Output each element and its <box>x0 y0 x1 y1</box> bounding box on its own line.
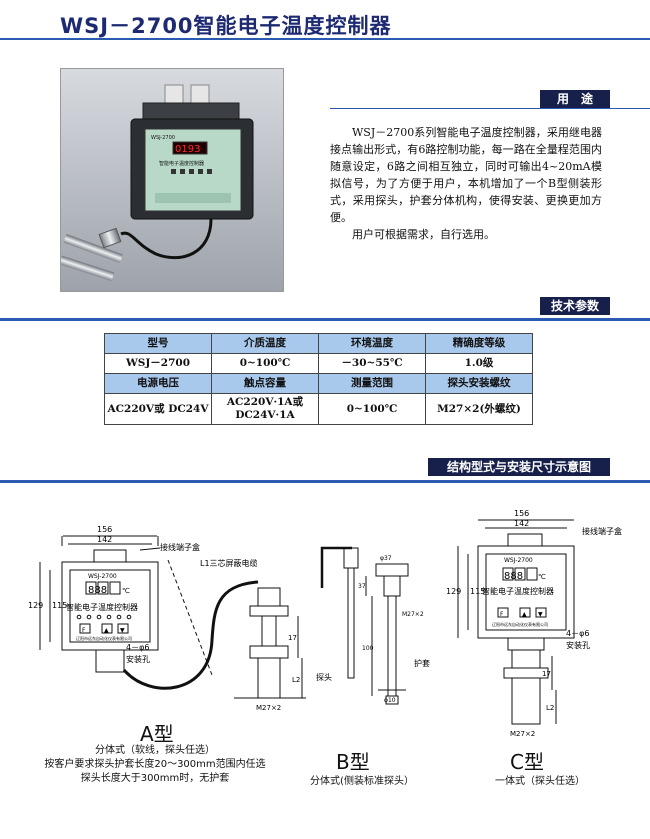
spec-table: 型号 介质温度 环境温度 精确度等级 WSJ－2700 0~100℃ －30~5… <box>104 333 533 425</box>
mount-hole-label-a2: 安装孔 <box>126 654 150 664</box>
dim-17-c: 17 <box>542 670 551 678</box>
c-key-down: ▼ <box>538 611 543 618</box>
type-a-desc-line: 探头长度大于300mm时，无护套 <box>80 773 230 784</box>
type-a-name: A型 <box>140 722 174 746</box>
diagram-rule <box>0 480 650 483</box>
usage-paragraph: WSJ－2700系列智能电子温度控制器，采用继电器接点输出形式，有6路控制功能，… <box>330 126 602 224</box>
spec-header-cell: 测量范围 <box>318 373 426 394</box>
dim-l2-a: L2 <box>292 676 300 684</box>
photo-display: 0193 <box>175 144 200 155</box>
c-maker: 辽阳市远东自动化仪表有限公司 <box>492 621 548 627</box>
usage-paragraph: 用户可根据需求，自行选用。 <box>352 228 495 241</box>
a-key-up: ▲ <box>104 627 109 634</box>
dim-d10-b: φ10 <box>384 697 396 704</box>
spec-header-cell: 介质温度 <box>211 333 319 354</box>
terminal-box-label-c: 接线端子盒 <box>582 526 622 536</box>
spec-value-cell: 0~100℃ <box>211 353 319 374</box>
type-a-desc-line: 按客户要求探头护套长度20～300mm范围内任选 <box>44 759 266 770</box>
usage-text: WSJ－2700系列智能电子温度控制器，采用继电器接点输出形式，有6路控制功能，… <box>330 124 602 243</box>
photo-panel-name: 智能电子温度控制器 <box>159 160 204 167</box>
spec-value-cell: WSJ－2700 <box>104 353 212 374</box>
spec-value-cell: 1.0级 <box>425 353 533 374</box>
a-panel-name: 智能电子温度控制器 <box>66 602 138 612</box>
spec-header-cell: 型号 <box>104 333 212 354</box>
dim-h115-c: 115 <box>470 587 485 596</box>
c-key-up: ▲ <box>522 611 527 618</box>
a-key-down: ▼ <box>120 627 125 634</box>
probe-label: 探头 <box>316 672 332 682</box>
c-key-f: F <box>500 611 504 618</box>
spec-header-cell: 精确度等级 <box>425 333 533 354</box>
spec-header-cell: 电源电压 <box>104 373 212 394</box>
a-maker: 辽阳市远东自动化仪表有限公司 <box>76 635 132 641</box>
c-digits: 888 <box>504 571 523 582</box>
title-rule <box>0 38 650 40</box>
a-digits: 888 <box>88 585 107 596</box>
usage-rule <box>330 108 650 109</box>
page-title: WSJ－2700智能电子温度控制器 <box>60 14 392 38</box>
spec-header-cell: 触点容量 <box>211 373 319 394</box>
terminal-box-label-a: 接线端子盒 <box>160 542 200 552</box>
spec-value-cell: M27×2(外螺纹) <box>425 393 533 425</box>
dim-w156-a: 156 <box>97 525 112 534</box>
spec-value-cell: AC220V或 DC24V <box>104 393 212 425</box>
dim-h129-c: 129 <box>446 587 461 596</box>
type-c-desc: 一体式（探头任选） <box>495 776 585 787</box>
dim-m27-b: M27×2 <box>402 611 424 618</box>
a-model: WSJ-2700 <box>88 573 117 580</box>
mount-hole-label-a: 4－φ6 <box>126 643 149 652</box>
diagram-tag: 结构型式与安装尺寸示意图 <box>428 458 610 476</box>
dim-17-a: 17 <box>288 634 297 642</box>
photo-model-label: WSJ-2700 <box>151 135 175 141</box>
dim-d37-b: φ37 <box>380 555 392 562</box>
a-key-f: F <box>82 627 86 634</box>
dim-h129-a: 129 <box>28 601 43 610</box>
dim-h115-a: 115 <box>52 601 67 610</box>
dim-w142-c: 142 <box>514 519 529 528</box>
mount-hole-label-c2: 安装孔 <box>566 640 590 650</box>
specs-rule <box>0 318 650 321</box>
type-b-desc: 分体式(侧装标准探头） <box>310 776 414 787</box>
structure-diagram: 156 142 129 115 WSJ-2700 888 ℃ 智能电子温度控制器… <box>28 509 622 738</box>
specs-tag: 技术参数 <box>540 297 610 315</box>
spec-header-cell: 环境温度 <box>318 333 426 354</box>
mount-hole-label-c: 4－φ6 <box>566 629 589 638</box>
dim-100-b: 100 <box>362 645 374 652</box>
c-panel-name: 智能电子温度控制器 <box>482 586 554 596</box>
sheath-label: 护套 <box>414 658 430 668</box>
spec-value-cell: AC220V·1A或 DC24V·1A <box>211 393 319 425</box>
dim-37-b: 37 <box>358 583 366 590</box>
dim-m27-c: M27×2 <box>510 730 535 738</box>
dim-w156-c: 156 <box>514 509 529 518</box>
a-unit: ℃ <box>122 587 130 595</box>
dim-l2-c: L2 <box>546 704 554 712</box>
type-c-name: C型 <box>510 750 544 774</box>
c-unit: ℃ <box>538 573 546 581</box>
type-a-desc-line: 分体式（软线，探头任选） <box>95 745 215 756</box>
dim-m27-a: M27×2 <box>256 704 281 712</box>
product-photo: WSJ-2700 0193 智能电子温度控制器 <box>60 68 284 292</box>
spec-header-cell: 探头安装螺纹 <box>425 373 533 394</box>
spec-value-cell: 0~100℃ <box>318 393 426 425</box>
spec-value-cell: －30~55℃ <box>318 353 426 374</box>
usage-tag: 用 途 <box>540 90 610 108</box>
cable-label: L1三芯屏蔽电缆 <box>200 558 258 568</box>
c-model: WSJ-2700 <box>504 557 533 564</box>
dim-w142-a: 142 <box>97 535 112 544</box>
type-b-name: B型 <box>336 750 370 774</box>
type-a-desc: 分体式（软线，探头任选） 按客户要求探头护套长度20～300mm范围内任选 探头… <box>30 744 280 786</box>
